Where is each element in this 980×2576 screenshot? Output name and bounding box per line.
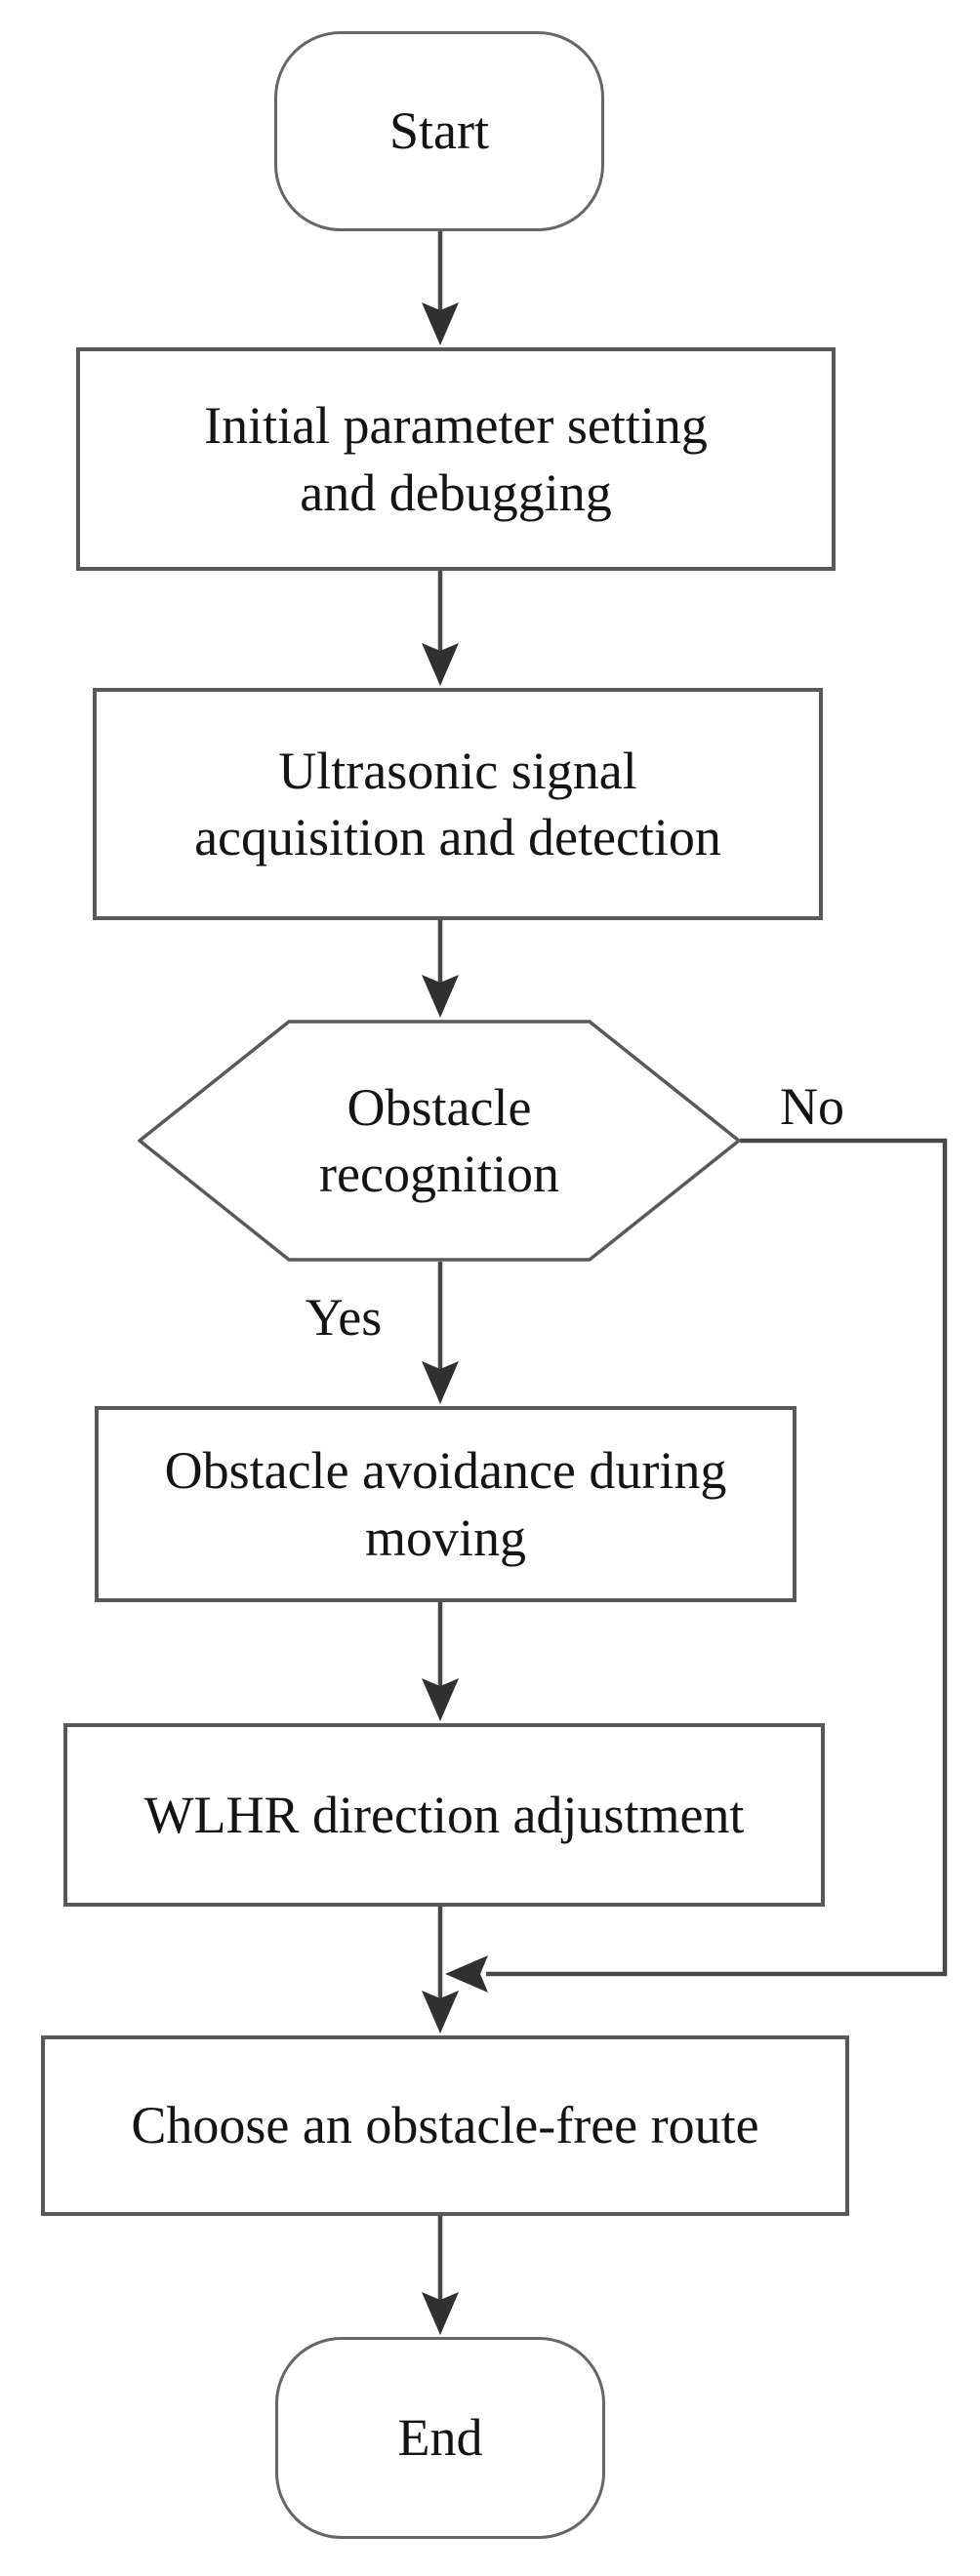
arrowhead-into-wlhr (422, 1678, 459, 1721)
node-wlhr-direction-adjustment-label: WLHR direction adjustment (143, 1785, 745, 1844)
node-obstacle-avoidance: Obstacle avoidance during moving (95, 1406, 796, 1602)
node-obstacle-avoidance-label: Obstacle avoidance during moving (164, 1441, 727, 1567)
node-choose-obstacle-free-route: Choose an obstacle-free route (41, 2035, 849, 2216)
node-initial-parameter-setting: Initial parameter setting and debugging (76, 347, 836, 571)
node-end-label: End (397, 2408, 483, 2468)
arrowhead-into-choose-route (422, 1991, 459, 2033)
node-choose-obstacle-free-route-label: Choose an obstacle-free route (131, 2096, 759, 2155)
edge-recognition-no-branch (486, 1138, 948, 1977)
node-start-label: Start (389, 101, 489, 161)
hexagon-shape (138, 1020, 741, 1262)
node-obstacle-recognition-label: Obstacle recognition (319, 1077, 559, 1203)
node-end: End (275, 2337, 605, 2539)
arrowhead-into-initial-setting (422, 302, 459, 345)
arrowhead-into-avoidance (422, 1361, 459, 1404)
arrowhead-into-recognition (422, 975, 459, 1018)
edge-label-yes: Yes (305, 1288, 383, 1347)
node-initial-parameter-setting-label: Initial parameter setting and debugging (204, 396, 708, 522)
node-obstacle-recognition: Obstacle recognition (138, 1020, 741, 1262)
arrowhead-into-end (422, 2292, 459, 2335)
node-start: Start (274, 31, 604, 231)
node-wlhr-direction-adjustment: WLHR direction adjustment (63, 1723, 825, 1907)
node-ultrasonic-acquisition-label: Ultrasonic signal acquisition and detect… (194, 741, 721, 866)
node-ultrasonic-acquisition: Ultrasonic signal acquisition and detect… (93, 688, 823, 920)
arrowhead-no-branch-merge (445, 1955, 488, 1992)
edge-label-no: No (780, 1077, 844, 1136)
arrowhead-into-ultrasonic (422, 643, 459, 686)
